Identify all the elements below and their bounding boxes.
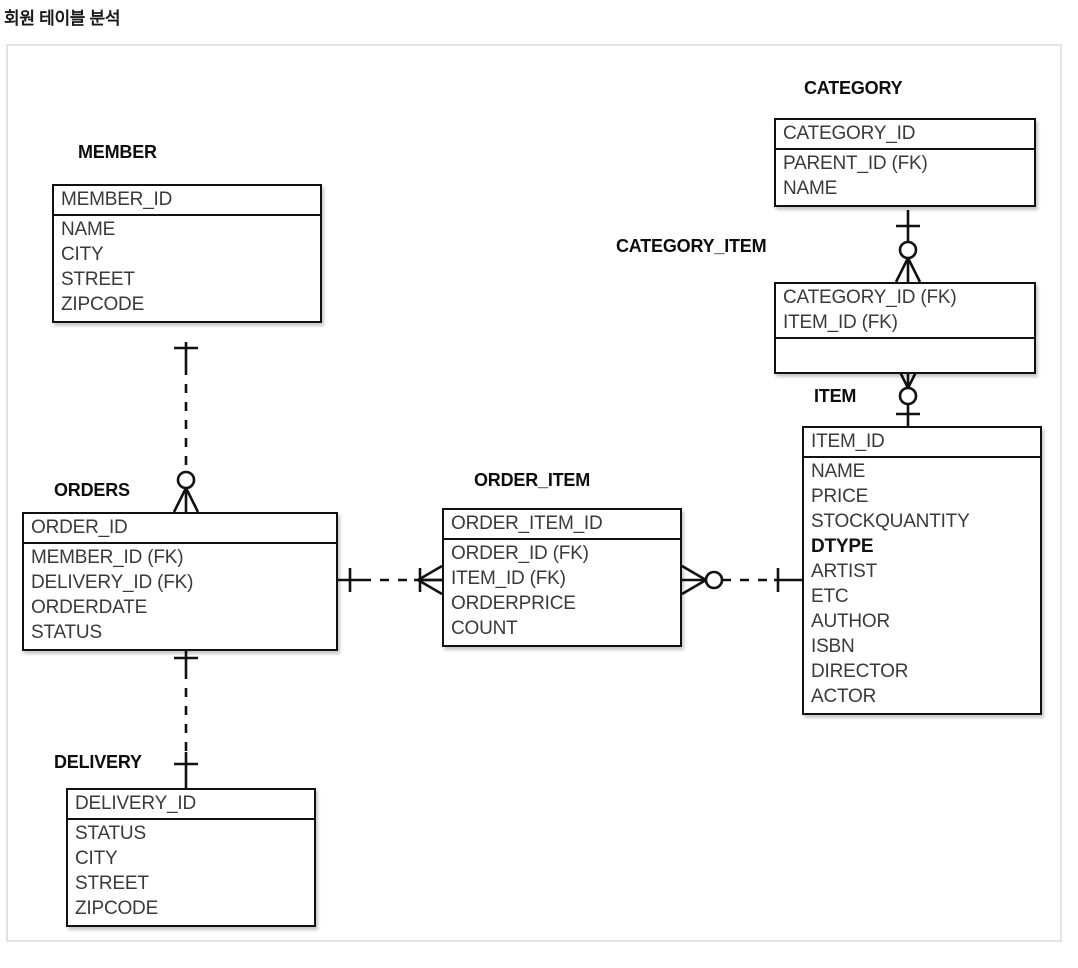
entity-delivery-pk-section: DELIVERY_ID <box>68 790 314 820</box>
attribute-name: NAME <box>811 461 866 482</box>
attribute-category-id: CATEGORY_ID <box>783 123 916 144</box>
entity-order-item-pk-section: ORDER_ITEM_ID <box>444 510 680 540</box>
attribute-parent-id-fk: PARENT_ID (FK) <box>783 153 928 174</box>
attribute-item-id-fk: ITEM_ID (FK) <box>783 312 898 333</box>
attribute-order-id-fk: ORDER_ID (FK) <box>451 543 589 564</box>
attribute-street: STREET <box>61 269 135 290</box>
entity-label-member: MEMBER <box>78 142 157 162</box>
relationship-category-categoryitem <box>894 210 922 283</box>
entity-category-item-attributes <box>776 339 1034 372</box>
attribute-delivery-id-fk: DELIVERY_ID (FK) <box>31 572 194 593</box>
entity-orders-attributes: MEMBER_ID (FK) DELIVERY_ID (FK) ORDERDAT… <box>24 544 336 649</box>
attribute-order-item-id: ORDER_ITEM_ID <box>451 513 603 534</box>
entity-order-item[interactable]: ORDER_ITEM_ID ORDER_ID (FK) ITEM_ID (FK)… <box>442 508 682 647</box>
attribute-etc: ETC <box>811 586 849 607</box>
attribute-member-id: MEMBER_ID <box>61 189 173 210</box>
attribute-artist: ARTIST <box>811 561 878 582</box>
entity-delivery[interactable]: DELIVERY_ID STATUS CITY STREET ZIPCODE <box>66 788 316 927</box>
attribute-category-id-fk: CATEGORY_ID (FK) <box>783 287 957 308</box>
attribute-actor: ACTOR <box>811 686 877 707</box>
entity-member-attributes: NAME CITY STREET ZIPCODE <box>54 216 320 321</box>
entity-label-orders: ORDERS <box>54 480 130 500</box>
entity-label-order-item: ORDER_ITEM <box>474 470 591 490</box>
attribute-stockquantity: STOCKQUANTITY <box>811 511 970 532</box>
attribute-order-id: ORDER_ID <box>31 517 128 538</box>
attribute-item-id: ITEM_ID <box>811 431 885 452</box>
attribute-price: PRICE <box>811 486 869 507</box>
entity-item[interactable]: ITEM_ID NAME PRICE STOCKQUANTITY DTYPE A… <box>802 426 1042 715</box>
attribute-zipcode: ZIPCODE <box>61 294 145 315</box>
entity-category[interactable]: CATEGORY_ID PARENT_ID (FK) NAME <box>774 118 1036 207</box>
entity-label-category: CATEGORY <box>804 78 903 98</box>
attribute-name: NAME <box>61 219 116 240</box>
entity-orders[interactable]: ORDER_ID MEMBER_ID (FK) DELIVERY_ID (FK)… <box>22 512 338 651</box>
relationship-orders-delivery <box>174 646 198 788</box>
attribute-orderprice: ORDERPRICE <box>451 593 576 614</box>
attribute-name: NAME <box>783 178 838 199</box>
entity-delivery-attributes: STATUS CITY STREET ZIPCODE <box>68 820 314 925</box>
attribute-member-id-fk: MEMBER_ID (FK) <box>31 547 184 568</box>
attribute-status: STATUS <box>31 622 102 643</box>
entity-label-item: ITEM <box>814 386 857 406</box>
attribute-isbn: ISBN <box>811 636 855 657</box>
attribute-city: CITY <box>61 244 104 265</box>
attribute-item-id-fk: ITEM_ID (FK) <box>451 568 566 589</box>
relationship-member-orders <box>172 342 200 513</box>
er-diagram-canvas: MEMBER MEMBER_ID NAME CITY STREET ZIPCOD… <box>6 44 1062 942</box>
entity-member-pk-section: MEMBER_ID <box>54 186 320 216</box>
attribute-status: STATUS <box>75 823 146 844</box>
page-title: 회원 테이블 분석 <box>4 9 121 28</box>
attribute-author: AUTHOR <box>811 611 891 632</box>
entity-orders-pk-section: ORDER_ID <box>24 514 336 544</box>
entity-category-item[interactable]: CATEGORY_ID (FK) ITEM_ID (FK) <box>774 282 1036 374</box>
entity-category-item-pk-section: CATEGORY_ID (FK) ITEM_ID (FK) <box>776 284 1034 339</box>
entity-member[interactable]: MEMBER_ID NAME CITY STREET ZIPCODE <box>52 184 322 323</box>
attribute-zipcode: ZIPCODE <box>75 898 159 919</box>
entity-item-attributes: NAME PRICE STOCKQUANTITY DTYPE ARTIST ET… <box>804 458 1040 713</box>
entity-order-item-attributes: ORDER_ID (FK) ITEM_ID (FK) ORDERPRICE CO… <box>444 540 680 645</box>
entity-label-category-item: CATEGORY_ITEM <box>616 236 767 256</box>
attribute-orderdate: ORDERDATE <box>31 597 148 618</box>
attribute-director: DIRECTOR <box>811 661 909 682</box>
attribute-count: COUNT <box>451 618 518 639</box>
relationship-orderitem-item <box>681 564 802 596</box>
entity-item-pk-section: ITEM_ID <box>804 428 1040 458</box>
entity-label-delivery: DELIVERY <box>54 752 142 772</box>
entity-category-pk-section: CATEGORY_ID <box>776 120 1034 150</box>
attribute-city: CITY <box>75 848 118 869</box>
relationship-orders-orderitem <box>338 564 443 596</box>
attribute-dtype: DTYPE <box>811 536 874 557</box>
attribute-street: STREET <box>75 873 149 894</box>
entity-category-attributes: PARENT_ID (FK) NAME <box>776 150 1034 205</box>
attribute-delivery-id: DELIVERY_ID <box>75 793 197 814</box>
